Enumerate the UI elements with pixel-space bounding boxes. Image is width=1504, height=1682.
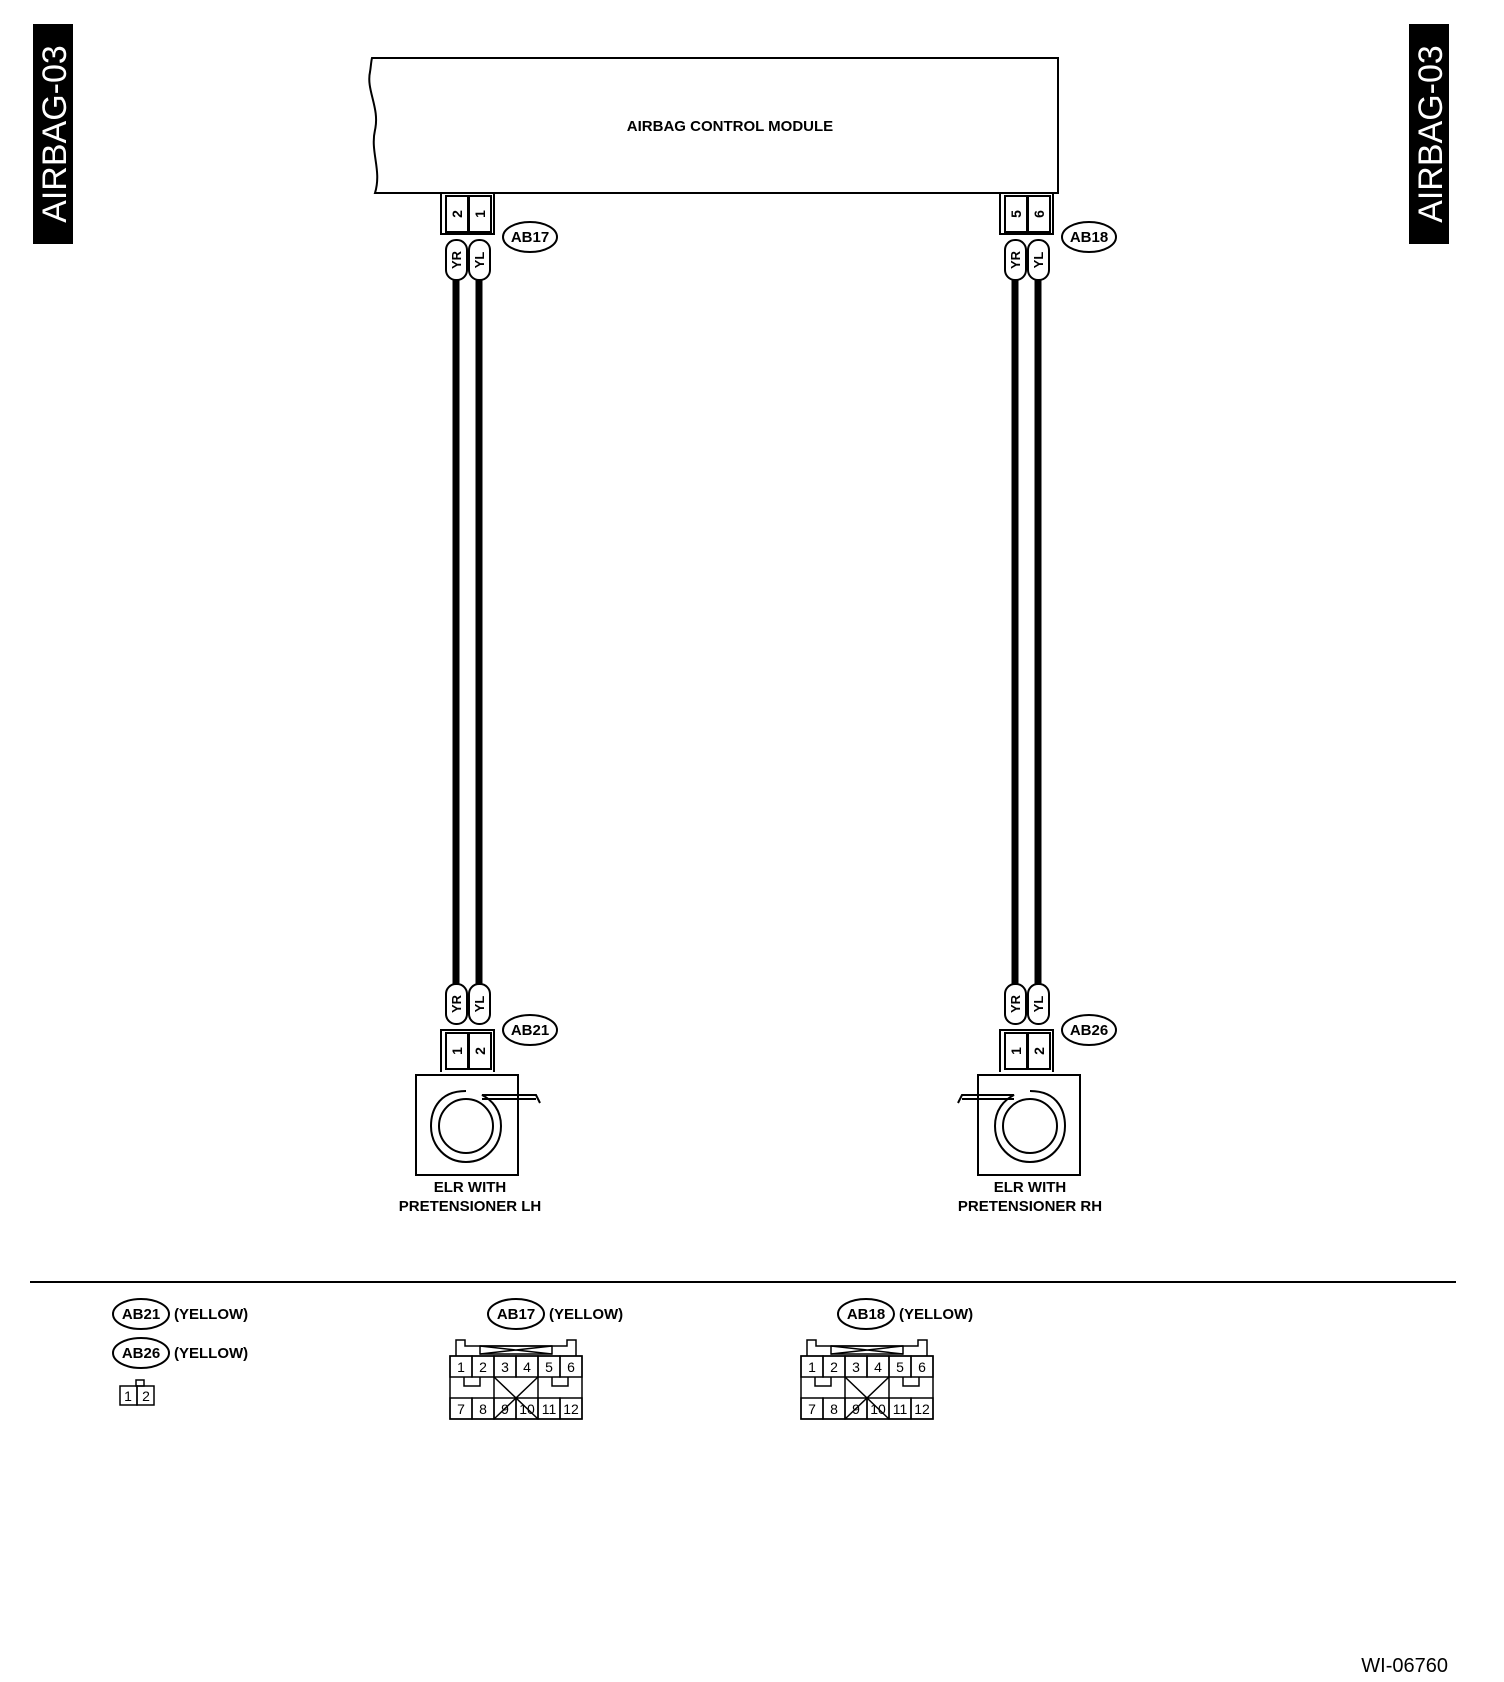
legend-ab26-color: (YELLOW): [174, 1345, 248, 1362]
pin-label: 5: [896, 1359, 904, 1375]
legend-ab17: AB17 (YELLOW): [487, 1298, 623, 1330]
ab18-pin-a: 5: [1008, 210, 1024, 218]
latch-window: [830, 1345, 904, 1355]
pretensioner-lh: ELR WITH PRETENSIONER LH: [399, 1074, 542, 1215]
pin-label: 7: [457, 1401, 465, 1417]
pin-label: 6: [918, 1359, 926, 1375]
legend-ab26-code: AB26: [122, 1345, 160, 1362]
pin-label: 5: [545, 1359, 553, 1375]
pretensioner-lh-line1: ELR WITH: [434, 1179, 507, 1196]
legend-ab26: AB26 (YELLOW): [112, 1337, 248, 1369]
pretensioner-lh-line2: PRETENSIONER LH: [399, 1198, 542, 1215]
pretensioner-rh-line1: ELR WITH: [994, 1179, 1067, 1196]
module-label: AIRBAG CONTROL MODULE: [627, 118, 833, 135]
pin-cell: [910, 1355, 934, 1378]
ab26-pin-a: 1: [1008, 1047, 1024, 1055]
connector-ab18: 5 6 AB18: [999, 193, 1117, 253]
legend-ab17-color: (YELLOW): [549, 1306, 623, 1323]
ab26-pin-b: 2: [1031, 1047, 1047, 1055]
ab17-pin-a: 2: [449, 210, 465, 218]
connector-ab21: 1 2 AB21: [440, 1014, 558, 1072]
legend-ab18-code: AB18: [847, 1306, 885, 1323]
wires-right: [1011, 280, 1042, 984]
key-mark-right: [551, 1377, 569, 1387]
ab26-wire-yl: YL: [1031, 996, 1046, 1013]
ab17-wire-yr: YR: [449, 250, 464, 269]
legend-ab21: AB21 (YELLOW): [112, 1298, 248, 1330]
pin-label: 2: [479, 1359, 487, 1375]
pin-label: 10: [519, 1401, 535, 1417]
pin-label: 4: [874, 1359, 882, 1375]
pin-label: 1: [808, 1359, 816, 1375]
pretensioner-rh-reel-icon: [1002, 1098, 1058, 1154]
pin-label: 2: [830, 1359, 838, 1375]
pin-cell: [559, 1355, 583, 1378]
page-tag-right-text: AIRBAG-03: [1412, 45, 1450, 223]
ab17-code: AB17: [511, 229, 549, 246]
connector-ab17: 2 1 AB17: [440, 193, 558, 253]
latch-window: [479, 1345, 553, 1355]
pretensioner-rh-line2: PRETENSIONER RH: [958, 1198, 1102, 1215]
pin-label: 12: [914, 1401, 930, 1417]
figure-reference: WI-06760: [1361, 1655, 1448, 1677]
pin-cell: [559, 1397, 583, 1420]
latch-cross: [479, 1345, 553, 1355]
pin-label: 9: [501, 1401, 509, 1417]
page-tag-left-text: AIRBAG-03: [36, 45, 74, 223]
pin-label: 6: [567, 1359, 575, 1375]
pin-label: 8: [830, 1401, 838, 1417]
ab21-pin-b: 2: [472, 1047, 488, 1055]
pin-label: 12: [563, 1401, 579, 1417]
ab18-code: AB18: [1070, 229, 1108, 246]
legend-two-pin-connector: 1 2: [119, 1379, 155, 1406]
pin-label: 11: [893, 1401, 908, 1417]
ab18-pin-b: 6: [1031, 210, 1047, 218]
page-tag-left: AIRBAG-03: [33, 24, 74, 244]
pin-label: 7: [808, 1401, 816, 1417]
key-mark-left: [814, 1377, 832, 1387]
legend-ab21-code: AB21: [122, 1306, 160, 1323]
wires-left: [452, 280, 483, 984]
latch-cross: [830, 1345, 904, 1355]
legend-ab21-color: (YELLOW): [174, 1306, 248, 1323]
ab21-pin-a: 1: [449, 1047, 465, 1055]
connector-ab26: 1 2 AB26: [999, 1014, 1117, 1072]
pretensioner-lh-reel-icon: [438, 1098, 494, 1154]
pretensioner-rh: ELR WITH PRETENSIONER RH: [957, 1074, 1102, 1215]
ab21-wire-yr: YR: [449, 994, 464, 1013]
pin-label: 11: [542, 1401, 557, 1417]
ab26-wire-yr: YR: [1008, 994, 1023, 1013]
pin-label: 8: [479, 1401, 487, 1417]
pin-cell: [910, 1397, 934, 1420]
wire-labels-top-right: YR YL: [1004, 239, 1050, 281]
key-mark-left: [463, 1377, 481, 1387]
ab17-pin-b: 1: [472, 210, 488, 218]
page-tag-right: AIRBAG-03: [1409, 24, 1450, 244]
wire-labels-bottom-left: YR YL: [445, 983, 491, 1025]
pin-label: 9: [852, 1401, 860, 1417]
ab18-wire-yl: YL: [1031, 252, 1046, 269]
key-mark-right: [902, 1377, 920, 1387]
ab26-code: AB26: [1070, 1022, 1108, 1039]
pin-label: 3: [852, 1359, 860, 1375]
airbag-control-module: AIRBAG CONTROL MODULE: [368, 57, 1059, 194]
pin-label: 4: [523, 1359, 531, 1375]
pin-label: 3: [501, 1359, 509, 1375]
ab21-wire-yl: YL: [472, 996, 487, 1013]
pin-label: 1: [457, 1359, 465, 1375]
legend-ab18-color: (YELLOW): [899, 1306, 973, 1323]
legend-ab18: AB18 (YELLOW): [837, 1298, 973, 1330]
wire-labels-top-left: YR YL: [445, 239, 491, 281]
pin-label: 10: [870, 1401, 886, 1417]
ab18-wire-yr: YR: [1008, 250, 1023, 269]
ab17-wire-yl: YL: [472, 252, 487, 269]
ab21-code: AB21: [511, 1022, 549, 1039]
legend-ab17-code: AB17: [497, 1306, 535, 1323]
legend-two-pin-2: 2: [142, 1388, 150, 1404]
wire-labels-bottom-right: YR YL: [1004, 983, 1050, 1025]
legend-two-pin-1: 1: [124, 1388, 132, 1404]
